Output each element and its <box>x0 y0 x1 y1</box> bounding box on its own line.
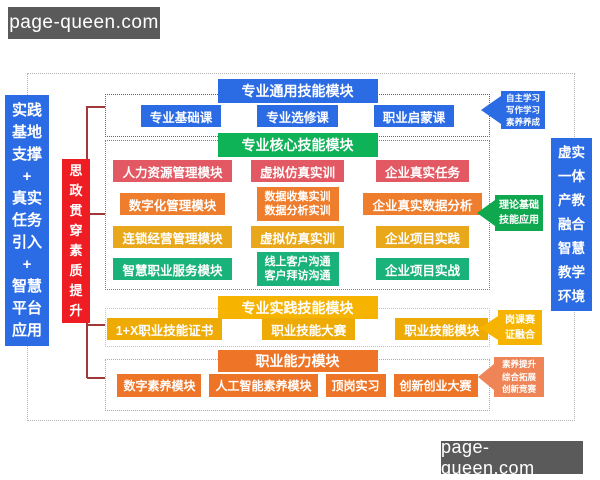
annotation-post-course-competition: 岗课赛 证融合 <box>480 310 542 345</box>
pillar-ideology: 思 政 贯 穿 素 质 提 升 <box>62 159 90 323</box>
module-box: 数据收集实训 数据分析实训 <box>256 187 339 221</box>
arrow-left-icon <box>480 315 498 340</box>
section-title: 专业核心技能模块 <box>217 133 378 157</box>
module-box: 企业真实任务 <box>375 160 469 182</box>
module-box: 人力资源管理模块 <box>113 160 232 182</box>
module-box: 连锁经营管理模块 <box>113 226 232 248</box>
annotation-quality-innovation: 素养提升 综合拓展 创新竞赛 <box>478 357 544 397</box>
module-box: 顶岗实习 <box>325 374 386 397</box>
section-practical-skills: 专业实践技能模块 1+X职业技能证书 职业技能大赛 职业技能模块 <box>105 296 490 347</box>
module-box: 职业技能模块 <box>395 318 489 340</box>
pillar-smart-environment: 虚实 一体 产教 融合 智慧 教学 环境 <box>551 138 592 311</box>
connector-branch-3 <box>87 324 105 326</box>
annotation-label: 素养提升 综合拓展 创新竞赛 <box>494 357 544 397</box>
module-box: 线上客户沟通 客户拜访沟通 <box>256 252 339 286</box>
module-box: 职业启蒙课 <box>373 105 455 127</box>
module-box: 智慧职业服务模块 <box>113 258 232 280</box>
section-title: 职业能力模块 <box>217 350 378 372</box>
section-title: 专业实践技能模块 <box>217 296 378 319</box>
connector-branch-4 <box>87 377 105 379</box>
module-box: 专业选修课 <box>257 105 338 127</box>
annotation-label: 岗课赛 证融合 <box>498 310 542 345</box>
module-box: 企业项目实战 <box>375 258 469 280</box>
section-vocational-ability: 职业能力模块 数字素养模块 人工智能素养模块 顶岗实习 创新创业大赛 <box>105 350 490 411</box>
module-box: 虚拟仿真实训 <box>250 226 344 248</box>
module-box: 数字素养模块 <box>117 374 202 397</box>
pillar-practice-support: 实践 基地 支撑 + 真实 任务 引入 + 智慧 平台 应用 <box>5 95 49 346</box>
annotation-theory-application: 理论基础 技能应用 <box>477 195 543 231</box>
connector-branch-2 <box>87 213 105 215</box>
module-box: 专业基础课 <box>140 105 222 127</box>
module-box: 数字化管理模块 <box>119 193 226 215</box>
annotation-label: 自主学习 写作学习 素养养成 <box>501 91 545 129</box>
arrow-left-icon <box>481 96 501 124</box>
section-core-skills: 专业核心技能模块 人力资源管理模块 虚拟仿真实训 企业真实任务 数字化管理模块 … <box>105 133 490 290</box>
module-box: 企业项目实践 <box>375 226 469 248</box>
watermark-bottom-right: page-queen.com <box>441 437 583 478</box>
module-box: 企业真实数据分析 <box>363 193 482 215</box>
arrow-left-icon <box>478 364 494 390</box>
arrow-left-icon <box>477 200 495 226</box>
module-box: 职业技能大赛 <box>262 318 356 340</box>
section-general-skills: 专业通用技能模块 专业基础课 专业选修课 职业启蒙课 <box>105 79 490 137</box>
module-box: 1+X职业技能证书 <box>106 318 223 340</box>
module-box: 创新创业大赛 <box>393 374 478 397</box>
connector-branch-1 <box>87 106 105 108</box>
section-title: 专业通用技能模块 <box>217 79 378 103</box>
module-box: 虚拟仿真实训 <box>250 160 344 182</box>
annotation-self-study: 自主学习 写作学习 素养养成 <box>481 91 545 129</box>
module-box: 人工智能素养模块 <box>209 374 318 397</box>
watermark-top-left: page-queen.com <box>8 7 160 39</box>
annotation-label: 理论基础 技能应用 <box>495 195 543 231</box>
